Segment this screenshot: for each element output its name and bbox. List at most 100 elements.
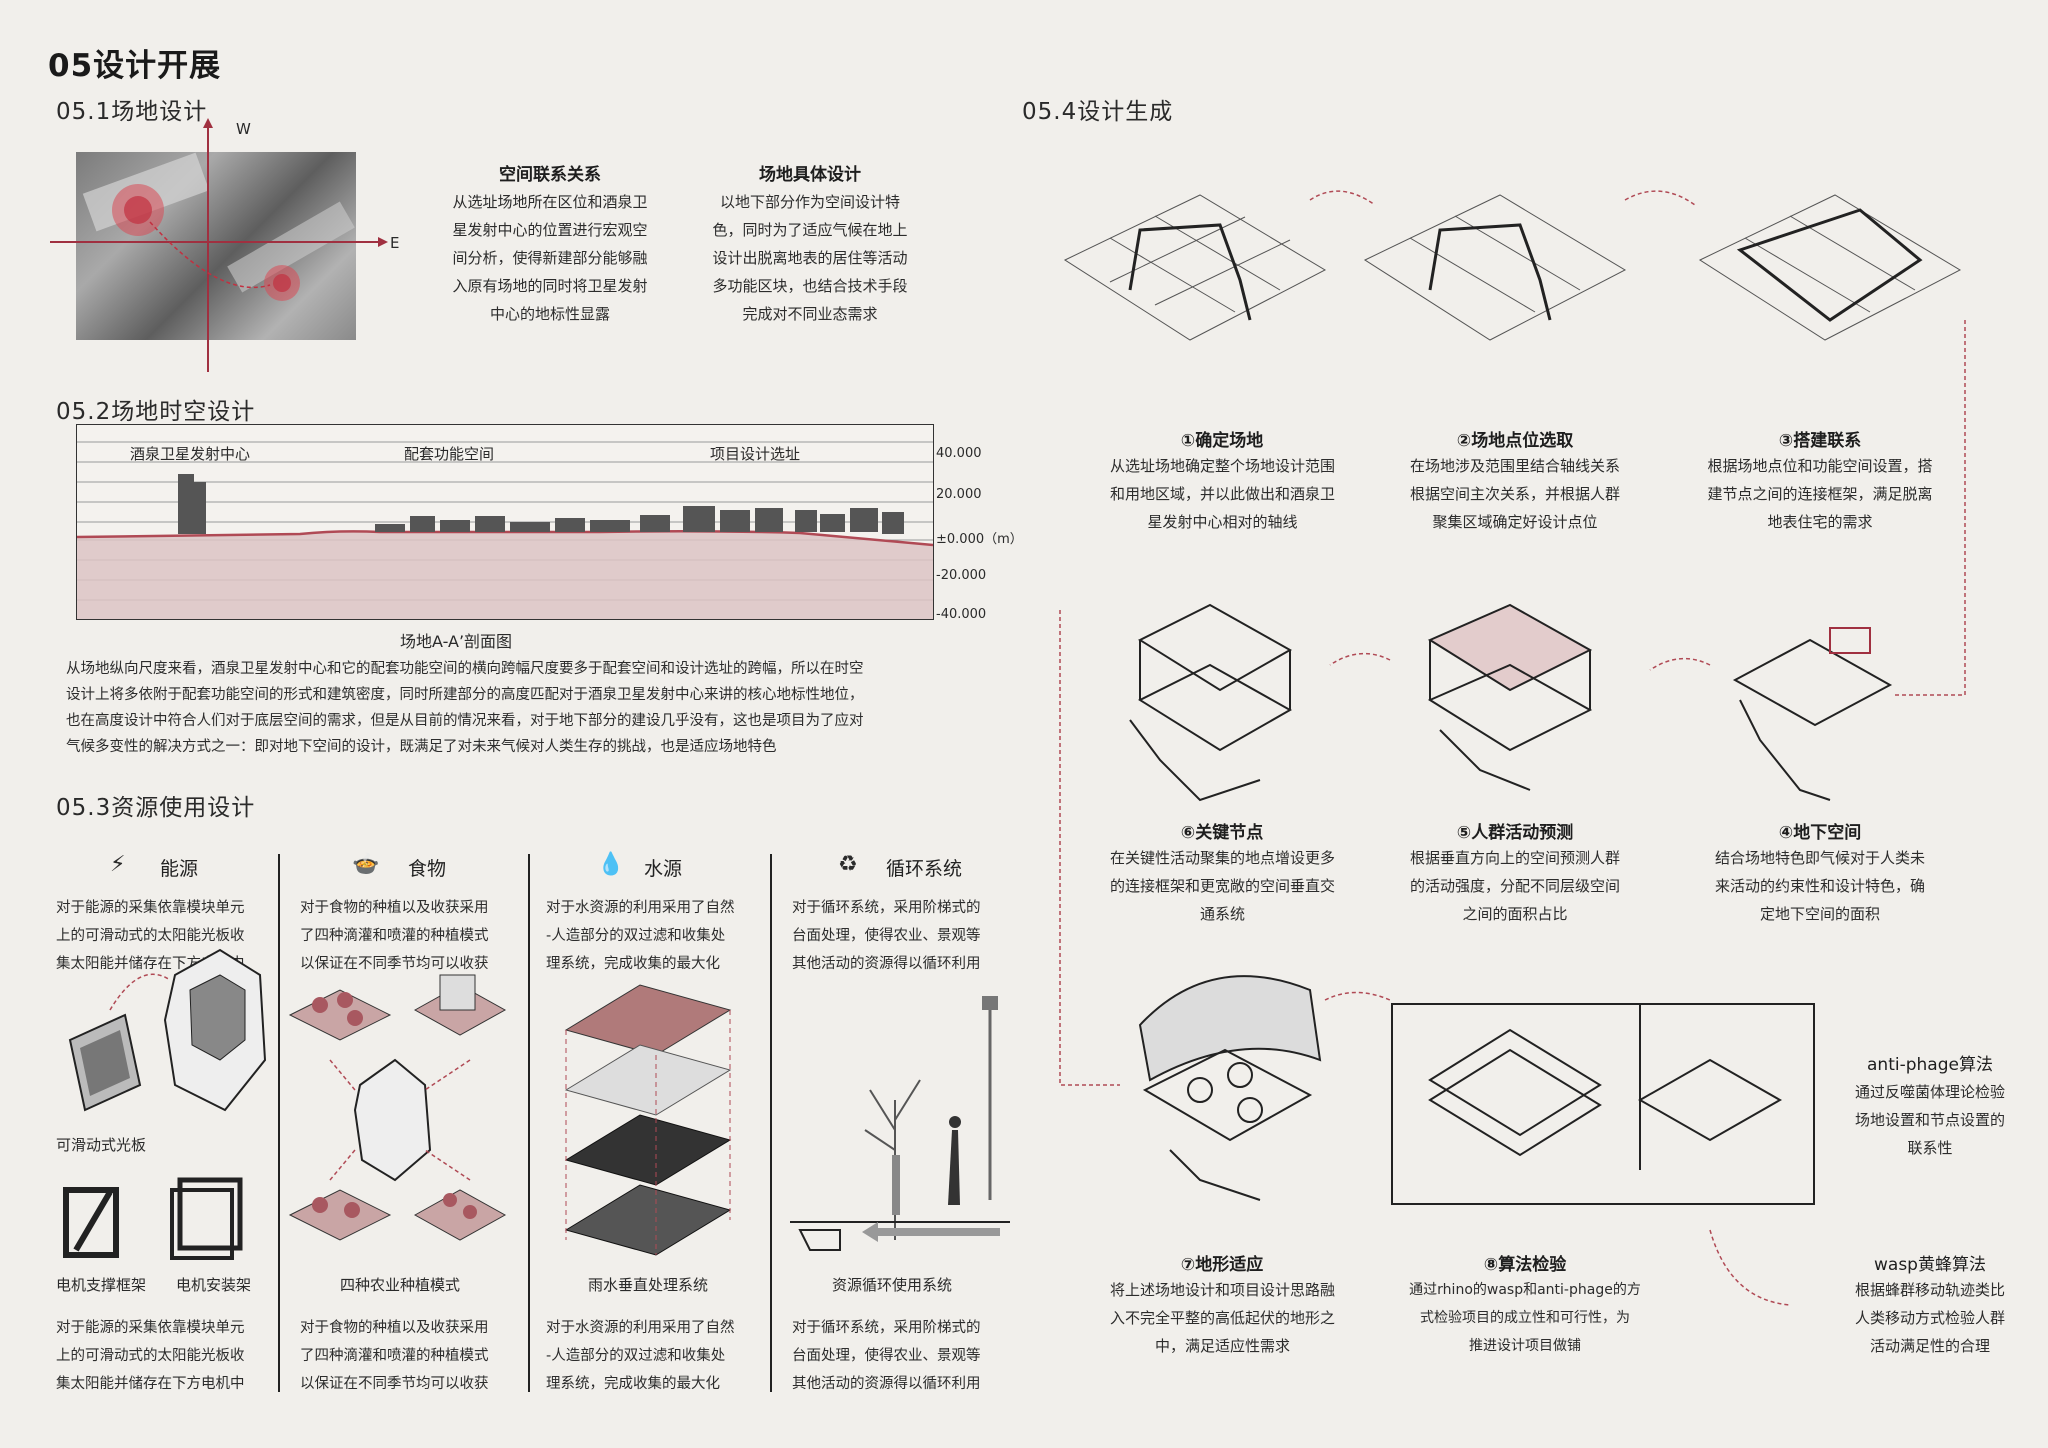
- scale-label-0: ±0.000（m）: [936, 532, 1023, 547]
- site-link-path: [149, 221, 271, 289]
- step5-title: ⑤人群活动预测: [1456, 823, 1574, 843]
- building-silhouettes: [178, 474, 904, 534]
- arrow-3-4: [1895, 320, 1966, 696]
- solar-panel-face: [80, 1030, 130, 1096]
- arrow-1-2: [1309, 190, 1376, 206]
- scale-label-neg20: -20.000: [936, 568, 987, 583]
- arrow-6-7: [1059, 610, 1120, 1086]
- zone-label-site: 项目设计选址: [710, 445, 801, 463]
- tree-trunk: [892, 1155, 900, 1215]
- step2-title: ②场地点位选取: [1456, 431, 1574, 451]
- resource-food-title: 食物: [408, 858, 447, 880]
- zone-label-launch-center: 酒泉卫星发射中心: [130, 445, 251, 463]
- module-unit: [353, 1058, 432, 1182]
- human-figure: [948, 1130, 960, 1205]
- scale-label-neg40: -40.000: [936, 607, 987, 622]
- compass-w-label: W: [236, 120, 251, 138]
- step2-text: 在场地涉及范围里结合轴线关系根据空间主次关系，并根据人群聚集区域确定好设计点位: [1409, 457, 1620, 531]
- section-title-spacetime: 05.2场地时空设计: [56, 399, 256, 425]
- column-divider: [528, 854, 530, 1392]
- arrow-5-6: [1329, 652, 1391, 666]
- step8-text: 通过rhino的wasp和anti-phage的方式检验项目的成立性和可行性，为…: [1409, 1282, 1641, 1354]
- layer-filter: [564, 1044, 732, 1116]
- wasp-title: wasp黄蜂算法: [1874, 1255, 1986, 1275]
- step5-text: 根据垂直方向上的空间预测人群的活动强度，分配不同层级空间之间的面积占比: [1409, 849, 1620, 923]
- wasp-text: 根据蜂群移动轨迹类比人类移动方式检验人群活动满足性的合理: [1854, 1281, 2005, 1355]
- lamp-head: [982, 996, 998, 1010]
- step1-boundary: [1128, 223, 1252, 321]
- step8-title: ⑧算法检验: [1483, 1255, 1567, 1275]
- resource-water-title: 水源: [644, 858, 683, 880]
- resource-energy-title: 能源: [160, 858, 199, 880]
- caption-planting-modes: 四种农业种植模式: [340, 1276, 461, 1294]
- section-title-site: 05.1场地设计: [56, 99, 208, 125]
- food-icon: 🍲: [352, 852, 380, 877]
- section-caption: 场地A-A’剖面图: [400, 632, 513, 651]
- step6-model: [1129, 603, 1293, 802]
- site-aerial-map: [76, 152, 356, 340]
- energy-text-2: 对于能源的采集依靠模块单元上的可滑动式的太阳能光板收集太阳能并储存在下方电机中: [56, 1320, 245, 1392]
- step2-boundary: [1428, 223, 1552, 321]
- water-text-2: 对于水资源的利用采用了自然-人造部分的双过滤和收集处理系统，完成收集的最大化: [546, 1320, 735, 1392]
- step1-grid: [1063, 194, 1327, 341]
- planting-tile-2: [413, 974, 507, 1036]
- page-title: 05设计开展: [48, 48, 222, 84]
- antiphage-text: 通过反噬菌体理论检验场地设置和节点设置的联系性: [1854, 1083, 2005, 1157]
- zone-label-support: 配套功能空间: [404, 445, 495, 463]
- step7-title: ⑦地形适应: [1180, 1255, 1264, 1275]
- spacetime-paragraph: 从场地纵向尺度来看，酒泉卫星发射中心和它的配套功能空间的横向跨幅尺度要多于配套空…: [66, 661, 864, 755]
- resource-cycle-title: 循环系统: [886, 858, 963, 880]
- step7-model: [1138, 975, 1322, 1201]
- caption-rain-system: 雨水垂直处理系统: [588, 1276, 709, 1294]
- planting-tile-3: [288, 1189, 392, 1241]
- step2-grid: [1363, 194, 1627, 341]
- arrow-to-wasp: [1709, 1229, 1791, 1306]
- flow-arrow: [109, 973, 171, 1011]
- planting-tile-1: [288, 989, 392, 1041]
- step4-title: ④地下空间: [1778, 823, 1862, 843]
- column-divider: [278, 854, 280, 1392]
- step3-framework: [1736, 208, 1923, 322]
- algo-frame: [1391, 1003, 1815, 1205]
- step3-text: 根据场地点位和功能空间设置，搭建节点之间的连接框架，满足脱离地表住宅的需求: [1707, 457, 1933, 531]
- arrow-north: [203, 118, 213, 128]
- frame-brace: [73, 1190, 113, 1252]
- spatial-relation-title: 空间联系关系: [499, 165, 601, 185]
- flow-arrow-head: [862, 1222, 878, 1242]
- section-title-generation: 05.4设计生成: [1022, 99, 1174, 125]
- step4-model: [1732, 627, 1893, 801]
- human-head: [949, 1116, 961, 1128]
- caption-cycle-system: 资源循环使用系统: [832, 1276, 953, 1294]
- spatial-relation-text: 从选址场地所在区位和酒泉卫星发射中心的位置进行宏观空间分析，使得新建部分能够融入…: [452, 193, 648, 323]
- cycle-icon: ♻: [838, 852, 858, 877]
- arrow-east: [378, 237, 388, 247]
- scale-label-40: 40.000: [936, 446, 982, 461]
- arrow-4-5: [1649, 657, 1711, 671]
- section-title-resource: 05.3资源使用设计: [56, 795, 256, 821]
- cycle-text-2: 对于循环系统，采用阶梯式的台面处理，使得农业、景观等其他活动的资源得以循环利用: [792, 1320, 981, 1392]
- water-text: 对于水资源的利用采用了自然-人造部分的双过滤和收集处理系统，完成收集的最大化: [546, 900, 735, 972]
- energy-icon: ⚡: [110, 852, 126, 877]
- step3-title: ③搭建联系: [1778, 431, 1862, 451]
- ground-section: [790, 1221, 1010, 1251]
- food-text-2: 对于食物的种植以及收获采用了四种滴灌和喷灌的种植模式以保证在不同季节均可以收获: [300, 1320, 489, 1392]
- motor-rack-back: [170, 1188, 234, 1260]
- site-detail-text: 以地下部分作为空间设计特色，同时为了适应气候在地上设计出脱离地表的居住等活动多功…: [712, 193, 908, 323]
- motor-frame: [63, 1187, 119, 1258]
- caption-motor-rack: 电机安装架: [176, 1276, 252, 1294]
- site-marker-1-core: [124, 196, 152, 224]
- water-icon: 💧: [597, 852, 625, 877]
- step6-text: 在关键性活动聚集的地点增设更多的连接框架和更宽敞的空间垂直交通系统: [1109, 849, 1335, 923]
- caption-sliding-panel: 可滑动式光板: [56, 1136, 147, 1154]
- step6-title: ⑥关键节点: [1180, 823, 1264, 843]
- food-text: 对于食物的种植以及收获采用了四种滴灌和喷灌的种植模式以保证在不同季节均可以收获: [300, 900, 489, 972]
- planting-tile-4: [413, 1189, 507, 1241]
- ground-section: [77, 531, 933, 619]
- scale-label-20: 20.000: [936, 487, 982, 502]
